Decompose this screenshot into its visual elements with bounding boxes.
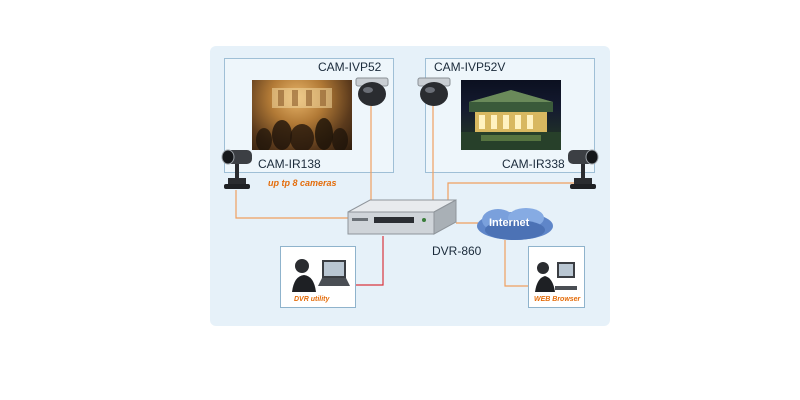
wire-internet-web bbox=[504, 240, 528, 287]
internet-cloud-icon bbox=[474, 206, 556, 249]
web-browser-box bbox=[528, 246, 585, 308]
dvr-unit-icon bbox=[344, 198, 460, 245]
cam-ivp52-label: CAM-IVP52 bbox=[318, 60, 382, 74]
internet-label: Internet bbox=[489, 217, 530, 229]
station-photo bbox=[252, 80, 352, 150]
user-with-laptop-icon bbox=[288, 256, 352, 301]
bullet-camera-icon bbox=[218, 148, 254, 197]
building-photo bbox=[461, 80, 561, 150]
dome-camera-icon bbox=[416, 76, 452, 113]
user-at-computer-icon bbox=[533, 256, 579, 301]
cam-ir338-label: CAM-IR338 bbox=[502, 157, 565, 171]
bullet-camera-icon bbox=[566, 148, 602, 197]
wire-dvr-utility bbox=[354, 236, 384, 286]
wire-cam-ir138 bbox=[235, 190, 348, 219]
web-browser-caption: WEB Browser bbox=[534, 296, 581, 303]
cam-ir138-label: CAM-IR138 bbox=[258, 157, 321, 171]
dome-camera-icon bbox=[354, 76, 390, 113]
camera-count-note: up tp 8 cameras bbox=[268, 178, 337, 188]
dvr-utility-box bbox=[280, 246, 356, 308]
cam-ivp52v-label: CAM-IVP52V bbox=[434, 60, 506, 74]
dvr-utility-caption: DVR utility bbox=[294, 296, 330, 303]
dvr-label: DVR-860 bbox=[432, 244, 482, 258]
